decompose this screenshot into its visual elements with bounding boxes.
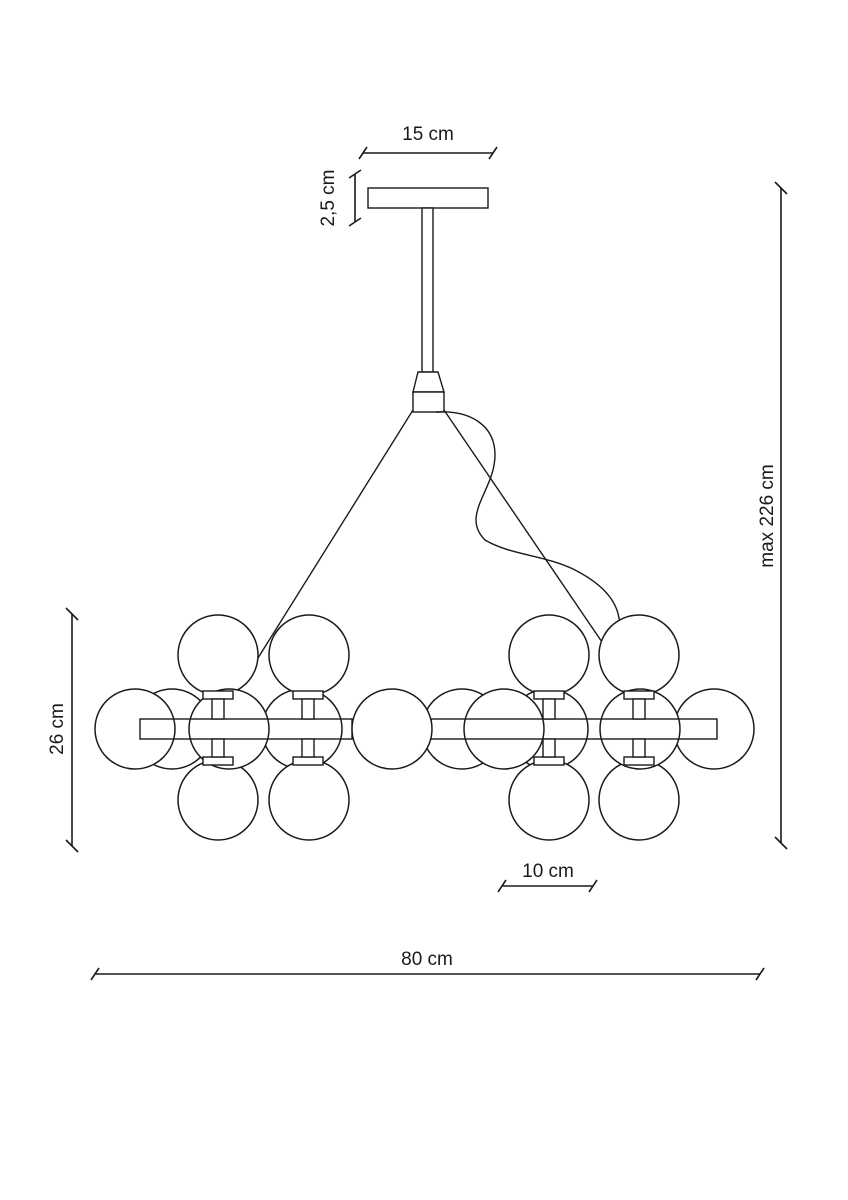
globe: [268, 759, 350, 841]
rod-connector: [412, 371, 445, 393]
globe: [177, 614, 259, 696]
globe: [463, 688, 545, 770]
globe: [599, 688, 681, 770]
total-width-label: 80 cm: [401, 949, 453, 970]
total-height-label: max 226 cm: [757, 464, 778, 567]
globe: [598, 759, 680, 841]
rod-connector-base: [412, 391, 445, 413]
globe: [268, 614, 350, 696]
globe-diameter-label: 10 cm: [522, 861, 574, 882]
dimension-canopy-width: 15 cm: [358, 124, 498, 160]
canopy-width-label: 15 cm: [402, 124, 454, 145]
ceiling-canopy: [367, 187, 489, 209]
suspension-cable-right: [443, 409, 605, 646]
globe: [188, 688, 270, 770]
globe: [177, 759, 259, 841]
globe: [508, 759, 590, 841]
dimension-total-height: max 226 cm: [757, 181, 788, 850]
globe: [598, 614, 680, 696]
globe: [94, 688, 176, 770]
dimension-fixture-height: 26 cm: [47, 607, 79, 853]
fixture-height-label: 26 cm: [47, 703, 68, 755]
globe-center: [351, 688, 433, 770]
dimension-globe-diameter: 10 cm: [497, 861, 598, 893]
globes-front: [94, 614, 681, 841]
dimension-total-width: 80 cm: [90, 949, 765, 981]
globe-sockets: [202, 690, 655, 766]
globe: [673, 688, 755, 770]
suspension-cable-left: [257, 409, 414, 659]
suspension-rod: [421, 207, 434, 373]
globe: [508, 614, 590, 696]
dimension-canopy-height: 2,5 cm: [318, 169, 362, 227]
power-cord: [435, 411, 621, 641]
canopy-height-label: 2,5 cm: [318, 169, 339, 226]
